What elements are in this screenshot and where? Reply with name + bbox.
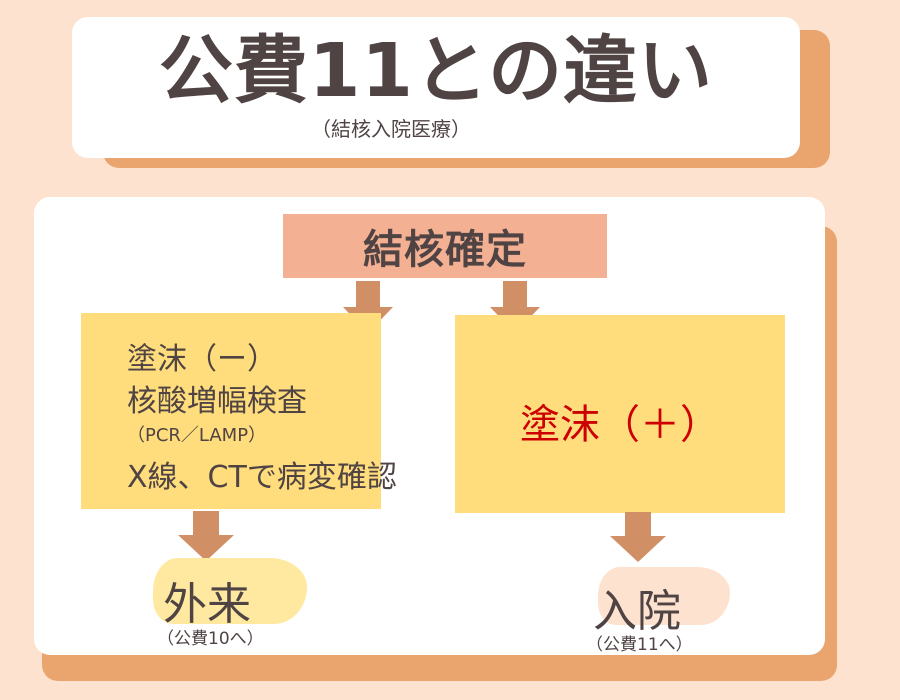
page-title: 公費11との違い: [158, 28, 714, 114]
arrow-down-icon: [610, 512, 666, 562]
outpatient-note: （公費10へ）: [157, 629, 264, 649]
outpatient-highlight: [153, 558, 307, 624]
arrow-down-icon: [178, 511, 234, 561]
smear-positive-label: 塗沫（＋）: [520, 402, 720, 448]
imaging-label: X線、CTで病変確認: [127, 460, 397, 495]
smear-negative-label: 塗沫（ー）: [127, 342, 277, 377]
nucleic-acid-test-label: 核酸増幅検査: [127, 384, 307, 419]
inpatient-note: （公費11へ）: [586, 635, 693, 655]
inpatient-label: 入院: [593, 586, 681, 637]
tb-confirmed-box: 結核確定: [283, 214, 607, 278]
title-card: 公費11との違い （結核入院医療）: [72, 17, 800, 158]
outpatient-label: 外来: [163, 579, 251, 630]
page-subtitle: （結核入院医療）: [311, 117, 471, 141]
pcr-lamp-label: （PCR／LAMP）: [127, 425, 267, 446]
smear-negative-box: [81, 313, 381, 509]
smear-positive-box: [455, 315, 785, 513]
inpatient-highlight: [598, 567, 730, 625]
